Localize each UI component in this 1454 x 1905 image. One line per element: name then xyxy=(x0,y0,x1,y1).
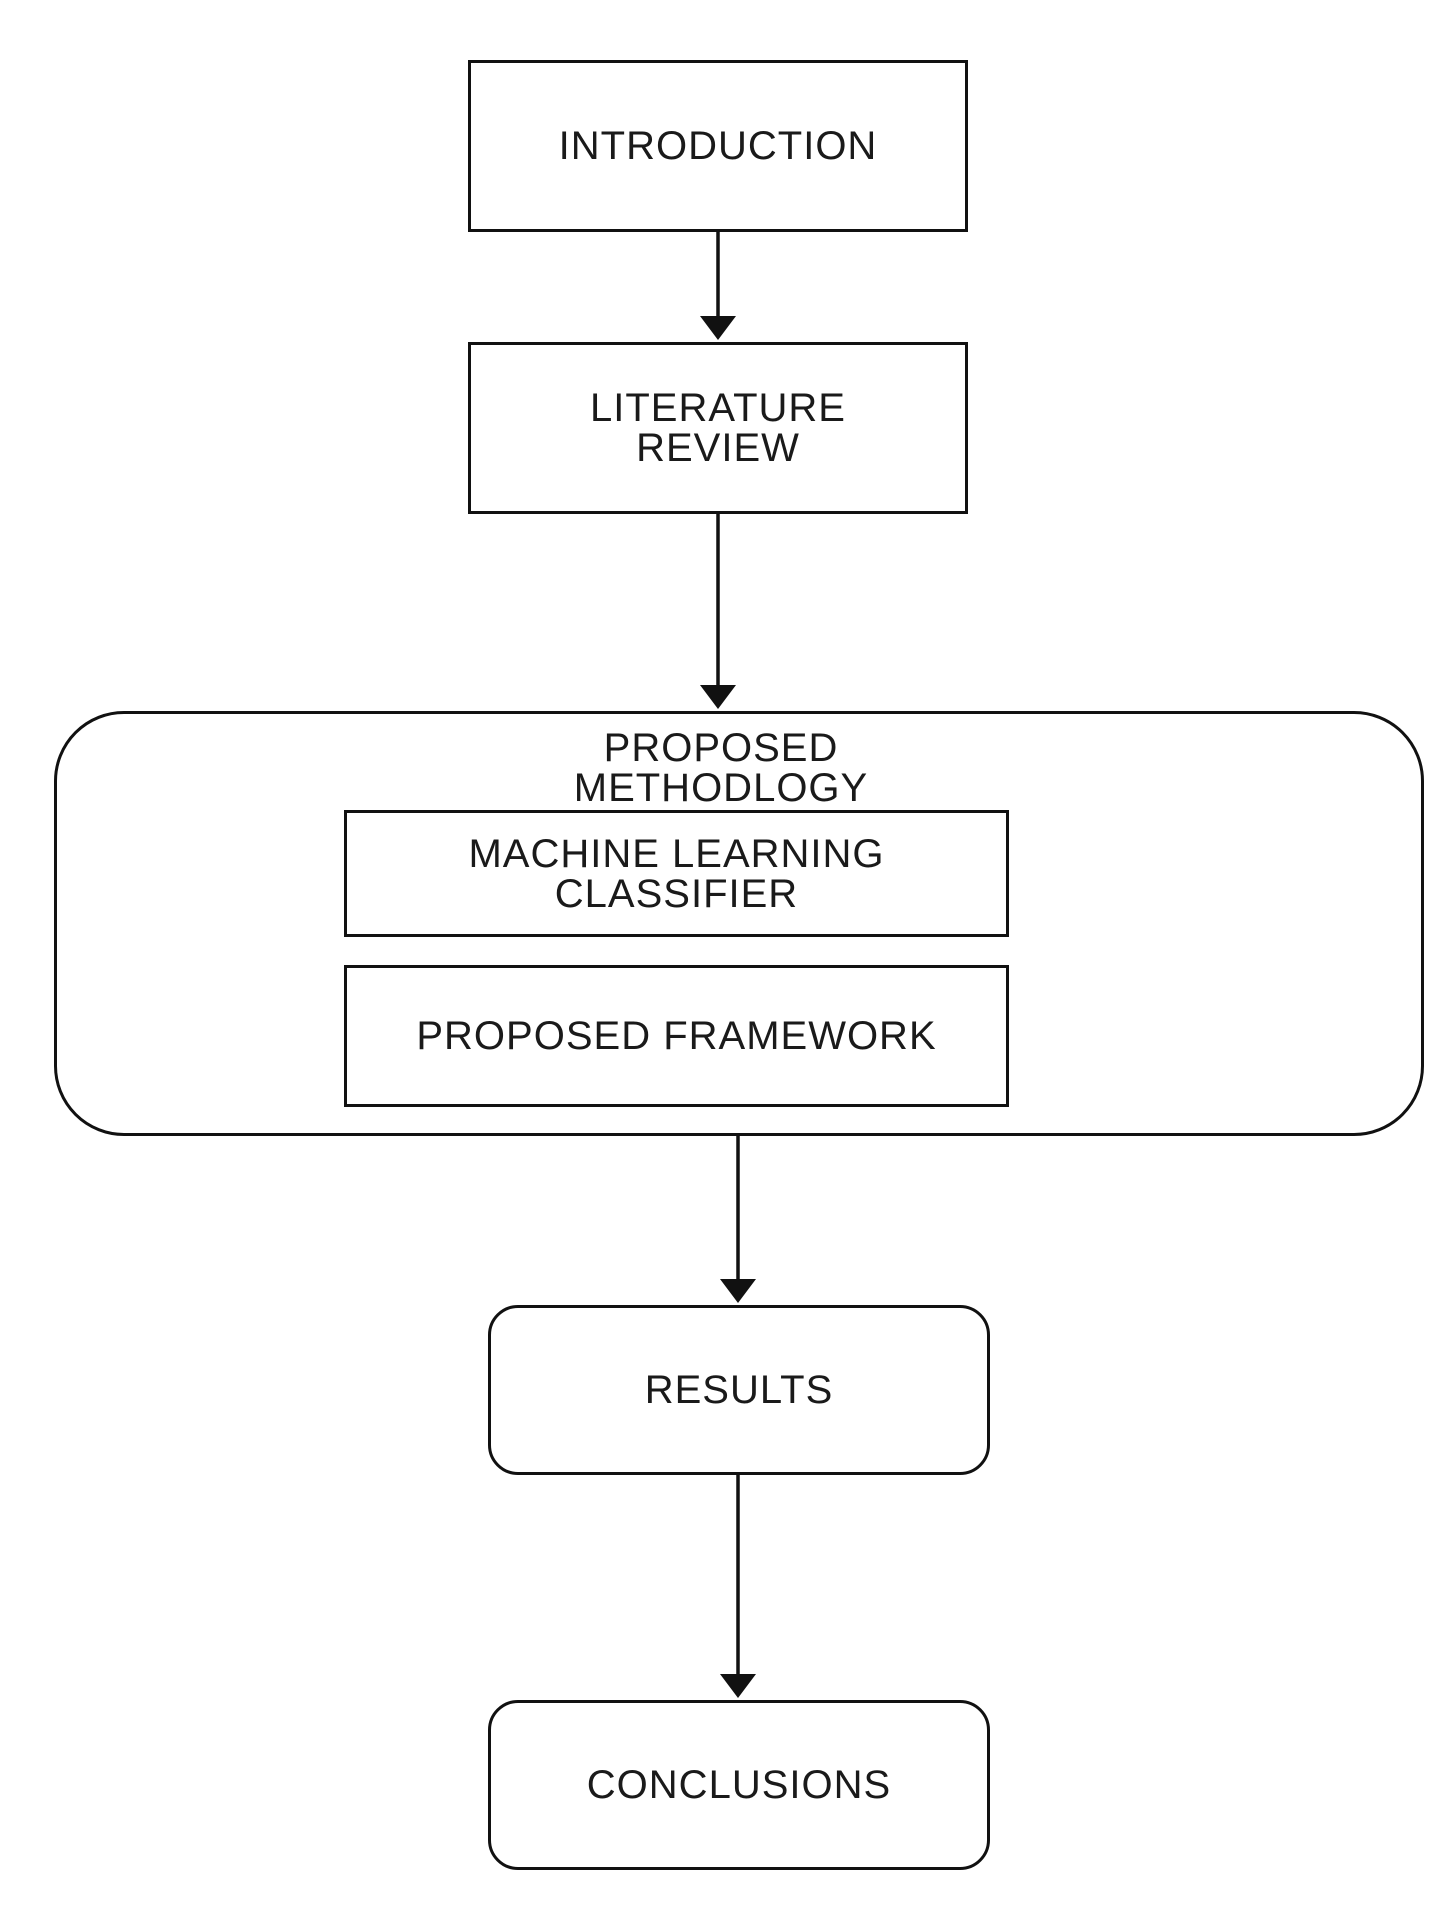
results-label: RESULTS xyxy=(644,1368,834,1412)
proposed-framework-node: PROPOSED FRAMEWORK xyxy=(344,965,1009,1107)
arrow-introduction-to-literature-review xyxy=(700,232,736,340)
introduction-label: INTRODUCTION xyxy=(558,124,878,168)
literature-review-label: LITERATURE REVIEW xyxy=(590,386,846,470)
conclusions-node: CONCLUSIONS xyxy=(488,1700,990,1870)
arrow-proposed-methodology-to-results xyxy=(720,1136,756,1303)
conclusions-label: CONCLUSIONS xyxy=(586,1763,892,1807)
introduction-node: INTRODUCTION xyxy=(468,60,968,232)
arrow-literature-review-to-proposed-methodology xyxy=(700,514,736,709)
results-node: RESULTS xyxy=(488,1305,990,1475)
arrow-results-to-conclusions xyxy=(720,1475,756,1698)
machine-learning-classifier-node: MACHINE LEARNING CLASSIFIER xyxy=(344,810,1009,937)
literature-review-node: LITERATURE REVIEW xyxy=(468,342,968,514)
machine-learning-classifier-label: MACHINE LEARNING CLASSIFIER xyxy=(468,831,885,916)
proposed-methodology-label: PROPOSED METHODLOGY xyxy=(573,726,869,810)
proposed-framework-label: PROPOSED FRAMEWORK xyxy=(416,1014,937,1058)
